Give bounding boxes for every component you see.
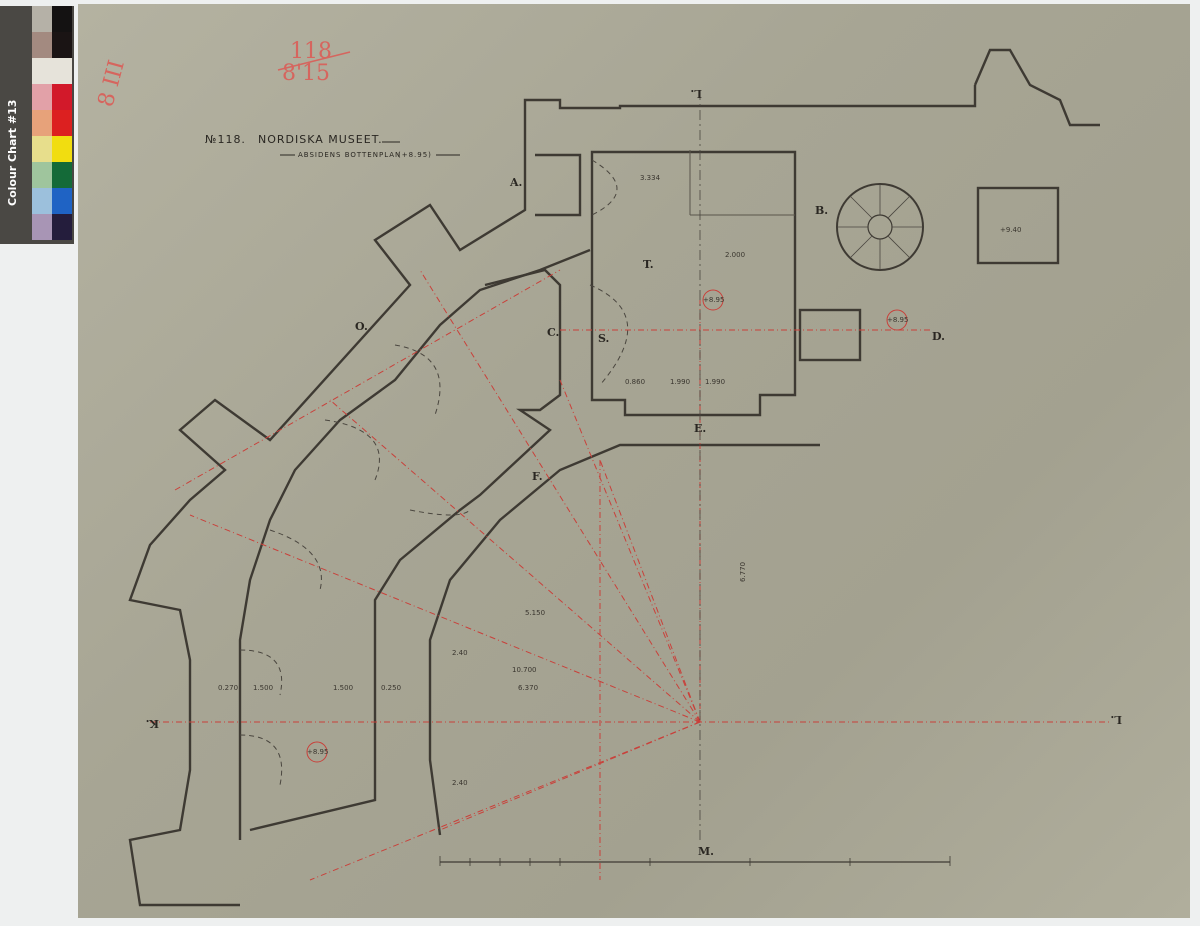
dimension: 2.40 xyxy=(452,649,468,657)
dimension: 0.250 xyxy=(381,684,401,692)
apse-chapel-wall xyxy=(249,268,562,832)
dimension: 6.370 xyxy=(518,684,538,692)
colour-swatch-light xyxy=(32,84,52,110)
colour-swatch-dark xyxy=(52,58,72,84)
section-label-f: F. xyxy=(532,470,543,483)
colour-swatch-light xyxy=(32,6,52,32)
hall-walls xyxy=(590,150,797,417)
east-porch xyxy=(798,308,862,362)
pencil-side-note: 8 III xyxy=(94,58,130,110)
section-label-l-right: L. xyxy=(1110,713,1122,726)
colour-swatch-dark xyxy=(52,214,72,240)
section-label-c: C. xyxy=(547,326,559,339)
dimension: 1.990 xyxy=(705,378,725,386)
drawing-title: NORDISKA MUSEET. xyxy=(258,133,383,146)
dimension: 10.700 xyxy=(512,666,537,674)
colour-swatch-dark xyxy=(52,136,72,162)
colour-swatch-dark xyxy=(52,110,72,136)
north-east-wall xyxy=(973,48,1100,127)
colour-swatch-light xyxy=(32,110,52,136)
level-mark: +8.95 xyxy=(307,748,328,756)
level-mark: +9.40 xyxy=(1000,226,1021,234)
colour-swatch-dark xyxy=(52,84,72,110)
dimension: 1.500 xyxy=(333,684,353,692)
section-label-m: M. xyxy=(698,845,714,858)
section-label-t: T. xyxy=(643,258,654,271)
section-label-l-top: L. xyxy=(690,87,702,100)
colour-chart: Colour Chart #13 xyxy=(0,6,74,244)
colour-swatch-dark xyxy=(52,6,72,32)
colour-swatch-light xyxy=(32,32,52,58)
apse-middle-wall xyxy=(238,248,591,840)
dimension: 3.334 xyxy=(640,174,661,182)
dimension: 1.990 xyxy=(670,378,690,386)
section-label-d: D. xyxy=(932,330,945,343)
construction-lines xyxy=(150,269,1110,881)
colour-swatch-light xyxy=(32,136,52,162)
pencil-fraction-bar xyxy=(277,51,351,71)
dimension: 6.770 xyxy=(739,562,747,582)
dimension: 1.500 xyxy=(253,684,273,692)
tower-room xyxy=(976,186,1060,265)
dimension: 5.150 xyxy=(525,609,545,617)
colour-swatch-light xyxy=(32,162,52,188)
dimension: 2.000 xyxy=(725,251,745,259)
colour-swatch-light xyxy=(32,188,52,214)
drawing-level: (+8.95) xyxy=(398,151,432,159)
colour-swatch-light xyxy=(32,214,52,240)
section-label-b: B. xyxy=(815,204,828,217)
dimension: 2.40 xyxy=(452,779,468,787)
colour-swatch-light xyxy=(32,58,52,84)
drawing-subtitle: ABSIDENS BOTTENPLAN xyxy=(298,151,401,159)
section-label-e: E. xyxy=(694,422,706,435)
section-label-a: A. xyxy=(509,176,522,189)
apse-inner-wall xyxy=(428,443,820,836)
colour-swatch-dark xyxy=(52,188,72,214)
section-label-k: K. xyxy=(146,717,159,730)
colour-swatch-dark xyxy=(52,32,72,58)
dimension: 0.860 xyxy=(625,378,645,386)
pencil-fraction-bottom: 8'15 xyxy=(282,61,330,86)
stair-treads xyxy=(837,184,923,270)
chapel-vaults xyxy=(239,344,471,786)
dimension: 0.270 xyxy=(218,684,238,692)
west-porch xyxy=(535,153,582,217)
pencil-fraction-top: 118 xyxy=(290,39,332,64)
plan-sheet xyxy=(78,4,1190,918)
drawing-number: №118. xyxy=(205,133,246,146)
section-label-s: S. xyxy=(598,332,609,345)
north-wall xyxy=(523,85,977,182)
apse-outer-wall xyxy=(128,182,527,907)
level-mark: +8.95 xyxy=(887,316,908,324)
section-label-o: O. xyxy=(355,320,368,333)
colour-swatch-dark xyxy=(52,162,72,188)
level-mark: +8.95 xyxy=(703,296,724,304)
